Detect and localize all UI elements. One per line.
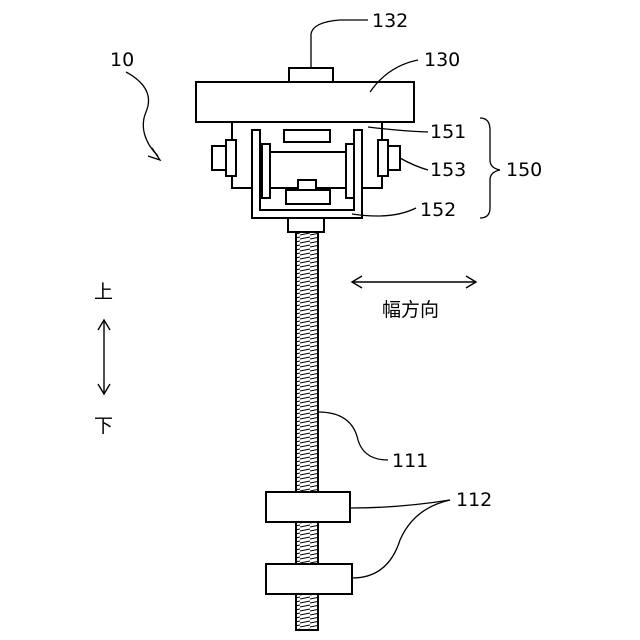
- leader-153: [400, 158, 428, 170]
- side-bolt-left: [212, 146, 226, 170]
- label-111: 111: [392, 450, 428, 472]
- inner-plate-left: [262, 144, 270, 198]
- label-132: 132: [372, 10, 408, 32]
- rod-top-washer: [286, 190, 330, 204]
- label-153: 153: [430, 159, 466, 181]
- knob-132: [289, 68, 333, 82]
- label-152: 152: [420, 199, 456, 221]
- label-down: 下: [94, 415, 113, 437]
- side-bolt-left-washer: [226, 140, 236, 176]
- brace-150: [480, 118, 500, 218]
- leader-111: [318, 412, 388, 460]
- width-direction-arrow: [352, 276, 476, 288]
- top-plate-130: [196, 82, 414, 122]
- side-bolt-right-washer: [378, 140, 388, 176]
- label-150: 150: [506, 159, 542, 181]
- leader-132: [311, 20, 368, 68]
- device-arrow: [126, 72, 158, 156]
- inner-block: [284, 130, 330, 142]
- label-130: 130: [424, 49, 460, 71]
- label-width-direction: 幅方向: [382, 299, 439, 321]
- inner-plate-right: [346, 144, 354, 198]
- label-10: 10: [110, 49, 134, 71]
- leader-112-upper: [350, 500, 450, 508]
- label-112: 112: [456, 489, 492, 511]
- label-up: 上: [94, 281, 113, 303]
- rod-top-nut: [298, 180, 316, 190]
- nut-112-lower: [266, 564, 352, 594]
- nut-112-upper: [266, 492, 350, 522]
- vertical-direction-arrow: [98, 320, 110, 394]
- rod-collar: [288, 218, 324, 232]
- leader-112-lower: [352, 500, 450, 578]
- label-151: 151: [430, 121, 466, 143]
